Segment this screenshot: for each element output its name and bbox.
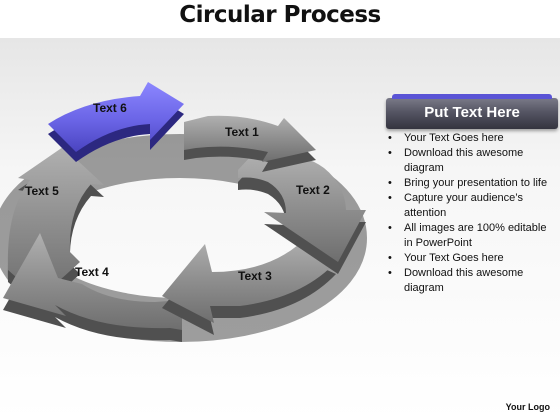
bullet-dot-icon: • — [388, 252, 392, 264]
arrow-step-4 — [3, 233, 182, 342]
bullet-list: •Your Text Goes here •Download this awes… — [386, 131, 558, 296]
bullet-item: •Bring your presentation to life — [388, 177, 548, 189]
logo-text: Your Logo — [505, 402, 550, 412]
bullet-dot-icon: • — [388, 147, 392, 159]
step-label-6: Text 6 — [93, 101, 127, 115]
step-label-3: Text 3 — [238, 269, 272, 283]
page-title: Circular Process — [179, 2, 381, 28]
bullet-dot-icon: • — [388, 132, 392, 144]
step-label-5: Text 5 — [25, 184, 59, 198]
panel-header: Put Text Here — [386, 94, 558, 129]
bullet-item: •Capture your audience’s attention — [388, 192, 524, 219]
bullet-item: •Download this awesome diagram — [388, 147, 524, 174]
bullet-dot-icon: • — [388, 192, 392, 204]
arrow-step-6 — [48, 82, 184, 162]
arrow-step-1 — [184, 115, 316, 172]
arrow-step-3 — [162, 238, 336, 335]
arrow-step-2 — [238, 153, 366, 274]
bullet-dot-icon: • — [388, 177, 392, 189]
bullet-item: •All images are 100% editable in PowerPo… — [388, 222, 547, 249]
bullet-dot-icon: • — [388, 267, 392, 279]
bullet-item: •Your Text Goes here — [388, 132, 504, 144]
bullet-item: •Your Text Goes here — [388, 252, 504, 264]
bullet-dot-icon: • — [388, 222, 392, 234]
panel-title: Put Text Here — [424, 104, 520, 121]
step-label-1: Text 1 — [225, 125, 259, 139]
bullet-item: •Download this awesome diagram — [388, 267, 524, 294]
step-label-2: Text 2 — [296, 183, 330, 197]
step-label-4: Text 4 — [75, 265, 109, 279]
